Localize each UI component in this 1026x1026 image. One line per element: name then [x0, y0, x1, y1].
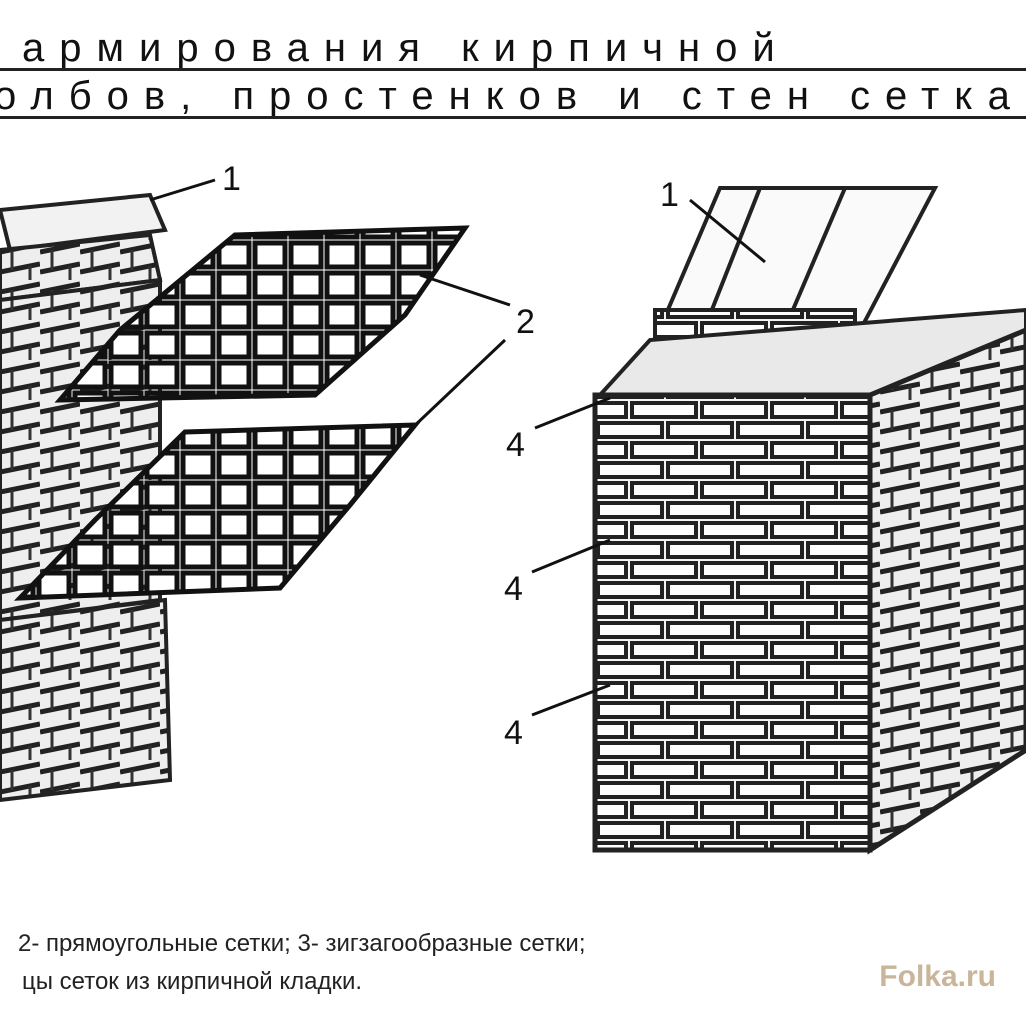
upper-rectangular-mesh	[54, 225, 470, 403]
diagram-title-line-2: олбов, простенков и стен сеткам	[0, 74, 1026, 118]
callout-right-4c: 4	[504, 714, 523, 752]
title-underline-2	[0, 116, 1026, 119]
watermark-logo: Folka.ru	[879, 960, 996, 993]
leader-right-1	[689, 198, 766, 264]
callout-right-1: 1	[660, 176, 679, 214]
callout-right-4a: 4	[506, 426, 525, 464]
leader-right-4b	[531, 538, 611, 574]
leader-right-4a	[534, 396, 611, 430]
leader-right-4c	[531, 683, 611, 717]
caption-line-2: цы сеток из кирпичной кладки.	[22, 968, 363, 995]
callout-left-2: 2	[516, 303, 535, 341]
caption-line-1: 2- прямоугольные сетки; 3- зигзагообразн…	[18, 930, 586, 957]
leader-left-1	[149, 178, 216, 202]
title-underline-1	[0, 68, 1026, 71]
callout-left-1: 1	[222, 160, 241, 198]
leader-left-2b	[408, 338, 507, 432]
diagram-title-line-1: армирования кирпичной	[22, 26, 790, 70]
leader-left-2a	[419, 273, 511, 307]
right-brick-column	[592, 186, 1026, 855]
callout-right-4b: 4	[504, 570, 523, 608]
